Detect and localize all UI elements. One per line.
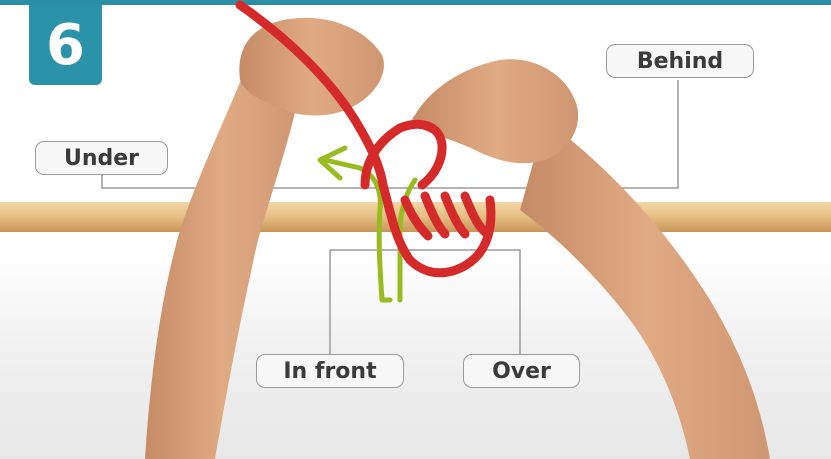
over-label: Over xyxy=(463,354,580,388)
behind-label: Behind xyxy=(606,44,754,78)
right-arm-image xyxy=(412,59,770,459)
in-front-label: In front xyxy=(256,354,404,388)
left-arm-image xyxy=(145,18,384,459)
under-label: Under xyxy=(35,141,168,175)
